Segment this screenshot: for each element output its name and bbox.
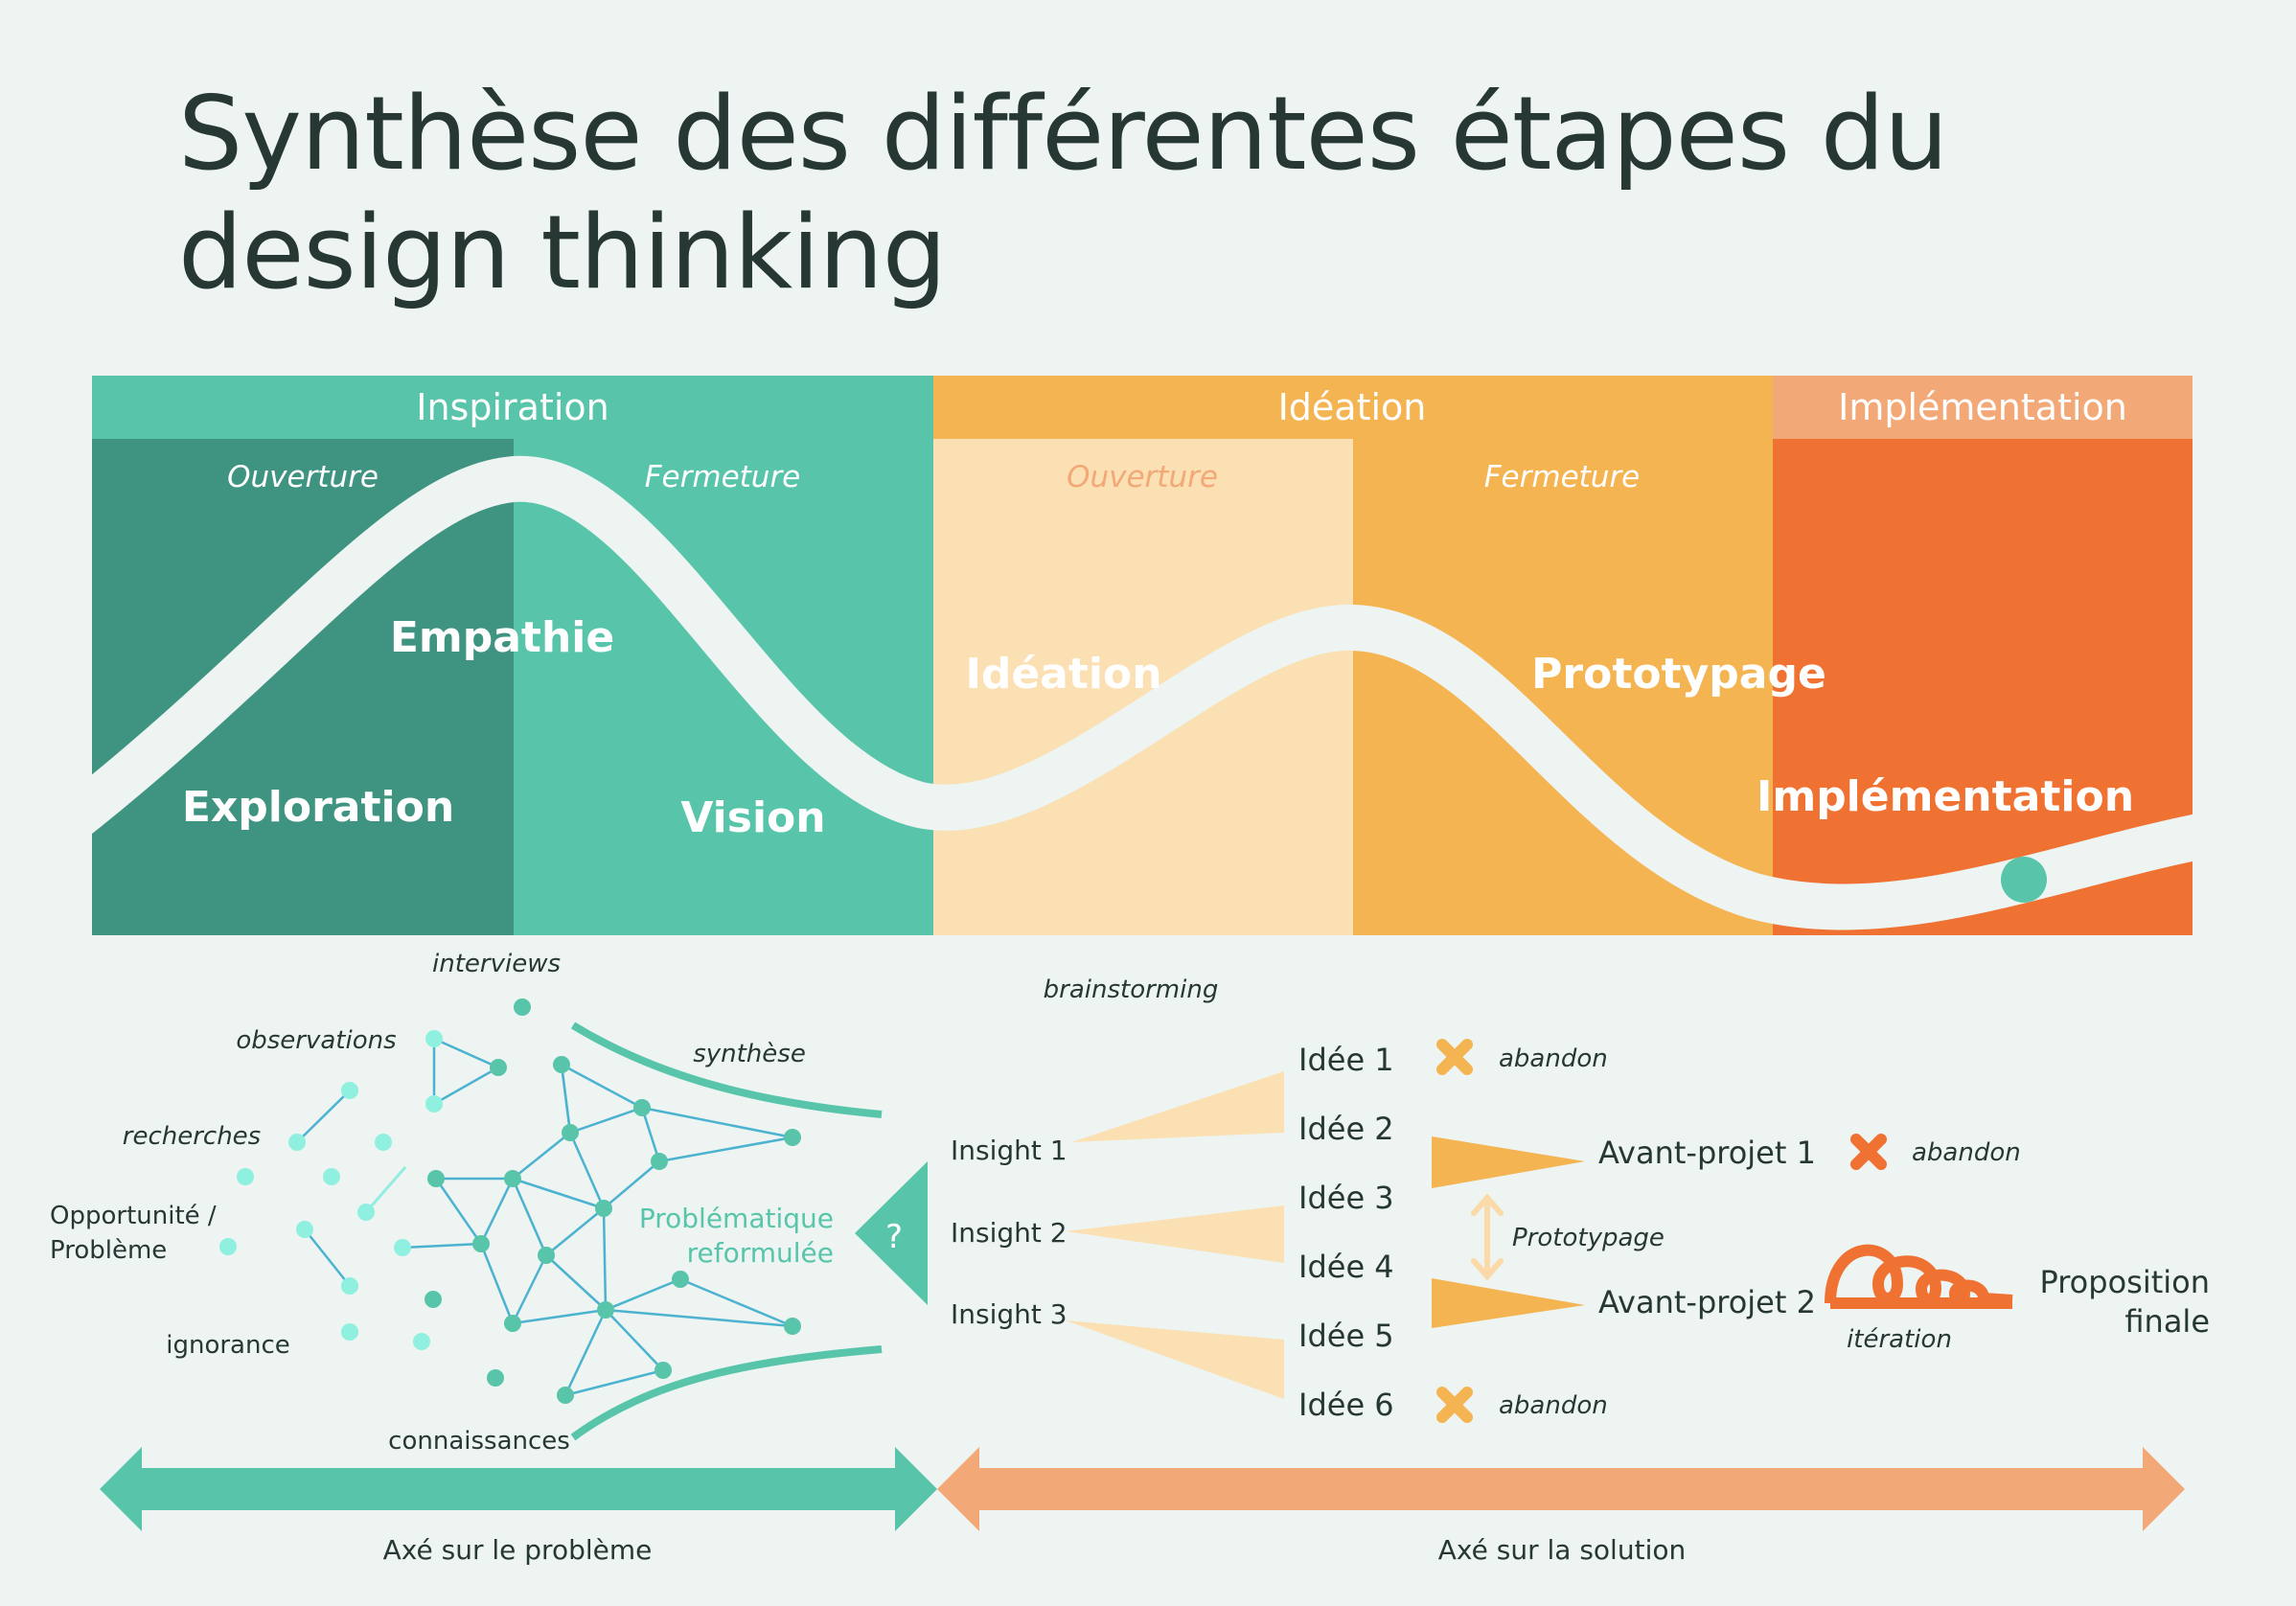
curve-label-exploration: Exploration	[182, 783, 454, 832]
label-prototypage: Prototypage	[1512, 1224, 1665, 1252]
abandon-label-3: abandon	[1499, 1391, 1608, 1420]
subphase-fermeture-2: Fermeture	[1484, 460, 1641, 494]
idea-wedge-3	[1066, 1320, 1284, 1399]
phase-label-ideation: Idéation	[1278, 386, 1427, 428]
label-proposition-2: finale	[2124, 1303, 2210, 1340]
label-recherches: recherches	[123, 1122, 261, 1151]
label-problematique-2: reformulée	[687, 1237, 834, 1269]
curve-label-prototypage: Prototypage	[1531, 650, 1826, 699]
phase-label-inspiration: Inspiration	[416, 386, 608, 428]
iteration-spiral-icon	[1825, 1244, 2013, 1309]
abandon-label-1: abandon	[1499, 1044, 1608, 1073]
label-proposition-1: Proposition	[2039, 1264, 2210, 1300]
funnel-line-top	[570, 1021, 883, 1118]
curve-label-implementation: Implémentation	[1756, 772, 2134, 821]
axis-label-problem: Axé sur le problème	[383, 1534, 653, 1566]
insight-2: Insight 2	[951, 1217, 1068, 1249]
idea-wedge-2	[1066, 1205, 1284, 1263]
label-connaissances: connaissances	[388, 1427, 570, 1456]
subphase-ouverture-1: Ouverture	[227, 460, 379, 494]
label-opportunite-1: Opportunité /	[50, 1202, 217, 1230]
axis-label-solution: Axé sur la solution	[1438, 1534, 1686, 1566]
network-graph	[219, 998, 801, 1404]
label-synthese: synthèse	[693, 1040, 806, 1068]
label-opportunite-2: Problème	[50, 1236, 167, 1265]
wave-curve	[53, 455, 2218, 930]
network-nodes	[425, 998, 801, 1404]
title-line-1: Synthèse des différentes étapes du	[178, 75, 1948, 193]
avant-projet-wedge-2	[1432, 1278, 1585, 1328]
question-mark: ?	[885, 1218, 903, 1256]
idea-3: Idée 3	[1298, 1180, 1394, 1216]
avant-projet-2: Avant-projet 2	[1598, 1284, 1816, 1320]
label-brainstorming: brainstorming	[1044, 975, 1219, 1004]
idea-2: Idée 2	[1298, 1111, 1394, 1147]
curve-label-empathie: Empathie	[390, 613, 614, 662]
idea-4: Idée 4	[1298, 1249, 1394, 1285]
label-interviews: interviews	[432, 950, 561, 978]
scattered-nodes	[219, 1030, 443, 1350]
phase-label-implementation: Implémentation	[1838, 386, 2127, 428]
idea-5: Idée 5	[1298, 1318, 1394, 1354]
title-line-2: design thinking	[178, 194, 947, 311]
double-arrow-icon	[1471, 1193, 1504, 1281]
idea-1: Idée 1	[1298, 1042, 1394, 1078]
funnel-line-bottom	[570, 1345, 883, 1441]
subphase-ouverture-2: Ouverture	[1067, 460, 1218, 494]
insight-1: Insight 1	[951, 1135, 1068, 1166]
idea-wedge-1	[1071, 1071, 1284, 1142]
label-ignorance: ignorance	[166, 1331, 290, 1360]
page-title: Synthèse des différentes étapes du desig…	[178, 75, 2095, 312]
network-edges	[296, 1037, 793, 1397]
subphase-fermeture-1: Fermeture	[645, 460, 801, 494]
question-triangle	[855, 1161, 928, 1305]
phase-band-ideation	[933, 376, 1773, 439]
avant-projet-1: Avant-projet 1	[1598, 1135, 1816, 1171]
block-ideation	[933, 439, 1353, 935]
idea-6: Idée 6	[1298, 1387, 1394, 1423]
phase-band-implementation	[1773, 376, 2193, 439]
label-iteration: itération	[1847, 1325, 1952, 1354]
abandon-label-2: abandon	[1912, 1138, 2021, 1167]
avant-projet-wedge-1	[1432, 1136, 1585, 1188]
curve-label-vision: Vision	[680, 793, 825, 842]
cross-icon	[1436, 1387, 1473, 1423]
cross-icon	[1850, 1134, 1887, 1170]
solution-axis-arrow	[937, 1447, 2185, 1531]
curve-label-ideation: Idéation	[965, 650, 1161, 699]
progress-dot	[2001, 857, 2047, 903]
insight-3: Insight 3	[951, 1298, 1068, 1330]
problem-axis-arrow	[100, 1447, 937, 1531]
cross-icon	[1436, 1039, 1473, 1075]
label-problematique-1: Problématique	[639, 1203, 834, 1234]
phase-band-inspiration	[92, 376, 933, 439]
label-observations: observations	[236, 1026, 396, 1055]
